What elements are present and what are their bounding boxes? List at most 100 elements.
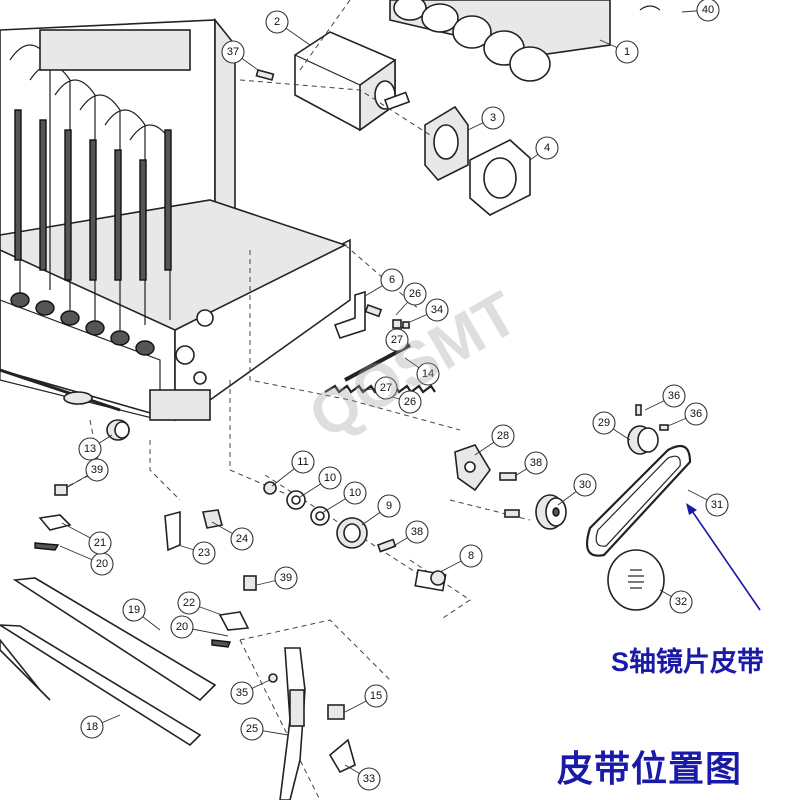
callout-18: 18 — [80, 714, 121, 739]
callout-38: 38 — [391, 520, 429, 548]
callout-circle — [615, 40, 639, 64]
callout-circle — [403, 282, 427, 306]
callout-number: 1 — [624, 46, 630, 58]
callout-30: 30 — [557, 473, 597, 506]
callout-circle — [380, 268, 404, 292]
callout-number: 38 — [411, 526, 423, 538]
callout-35: 35 — [230, 679, 271, 705]
callout-36: 36 — [667, 402, 708, 427]
callout-6: 6 — [364, 268, 404, 297]
pulley-13 — [106, 419, 130, 441]
callout-number: 39 — [280, 572, 292, 584]
callout-number: 9 — [386, 500, 392, 512]
callout-circle — [88, 531, 112, 555]
callout-circle — [405, 520, 429, 544]
callout-number: 19 — [128, 604, 140, 616]
callout-number: 22 — [183, 597, 195, 609]
callout-13: 13 — [78, 434, 113, 461]
callout-circle — [240, 717, 264, 741]
pulley-30 — [535, 494, 567, 530]
screws-38 — [376, 472, 520, 553]
callout-number: 15 — [370, 690, 382, 702]
callout-circle — [669, 590, 693, 614]
callout-circle — [265, 10, 289, 34]
callout-9: 9 — [361, 494, 401, 526]
arm-25 — [268, 647, 356, 800]
callout-circle — [696, 0, 720, 22]
callout-number: 39 — [91, 464, 103, 476]
callout-33: 33 — [344, 764, 381, 791]
callout-circle — [398, 390, 422, 414]
callout-number: 37 — [227, 46, 239, 58]
callout-circle — [177, 591, 201, 615]
part-callouts: 1234689101011131415181920202122232425262… — [59, 0, 729, 791]
callout-circle — [357, 767, 381, 791]
callout-28: 28 — [474, 424, 515, 456]
callout-circle — [80, 715, 104, 739]
callout-number: 6 — [389, 274, 395, 286]
callout-10: 10 — [321, 481, 367, 514]
callout-2: 2 — [265, 10, 311, 46]
callout-23: 23 — [177, 541, 216, 565]
callout-number: 11 — [297, 456, 308, 468]
callout-number: 10 — [324, 472, 336, 484]
callout-circle — [318, 466, 342, 490]
callout-36: 36 — [644, 384, 686, 411]
callout-10: 10 — [299, 466, 342, 498]
callout-26: 26 — [395, 282, 427, 316]
screw-37 — [255, 69, 275, 81]
callout-24: 24 — [211, 521, 254, 551]
machine-frame — [0, 17, 351, 422]
callout-number: 32 — [675, 596, 687, 608]
callout-20: 20 — [170, 615, 229, 639]
pointer-arrow — [689, 507, 761, 611]
figure-title: 皮带位置图 — [557, 748, 743, 789]
callout-circle — [170, 615, 194, 639]
callout-34: 34 — [409, 298, 449, 323]
callout-number: 40 — [702, 4, 714, 16]
callout-number: 26 — [409, 288, 421, 300]
callout-circle — [230, 527, 254, 551]
callout-number: 20 — [96, 558, 108, 570]
callout-38: 38 — [514, 451, 548, 477]
belt-31 — [586, 444, 692, 557]
callout-number: 8 — [468, 550, 474, 562]
callout-37: 37 — [221, 40, 259, 71]
callout-circle — [524, 451, 548, 475]
callout-14: 14 — [404, 357, 440, 386]
callout-circle — [192, 541, 216, 565]
gasket-plate — [424, 105, 531, 216]
callout-circle — [416, 362, 440, 386]
callout-number: 28 — [497, 430, 509, 442]
callout-11: 11 — [271, 450, 315, 487]
callout-number: 27 — [380, 382, 392, 394]
callout-circle — [535, 136, 559, 160]
callout-number: 27 — [391, 334, 403, 346]
callout-number: 25 — [246, 723, 258, 735]
callout-3: 3 — [467, 106, 505, 131]
callout-number: 23 — [198, 547, 210, 559]
callout-circle — [85, 458, 109, 482]
callout-25: 25 — [240, 717, 289, 741]
callout-39: 39 — [65, 458, 109, 489]
bracket-28 — [454, 444, 491, 492]
callout-number: 36 — [690, 408, 702, 420]
callout-number: 36 — [668, 390, 680, 402]
callout-number: 20 — [176, 621, 188, 633]
disc-32 — [607, 549, 665, 611]
washer-stack — [263, 481, 368, 549]
callout-number: 18 — [86, 721, 98, 733]
callout-number: 24 — [236, 533, 248, 545]
callout-27: 27 — [385, 324, 409, 352]
callout-circle — [343, 481, 367, 505]
callout-circle — [364, 684, 388, 708]
callout-circle — [684, 402, 708, 426]
callout-circle — [291, 450, 315, 474]
s-axis-belt-label: S轴镜片皮带 — [611, 647, 765, 677]
callout-4: 4 — [529, 136, 559, 161]
callout-circle — [481, 106, 505, 130]
callout-22: 22 — [177, 591, 223, 616]
callout-number: 21 — [94, 537, 106, 549]
